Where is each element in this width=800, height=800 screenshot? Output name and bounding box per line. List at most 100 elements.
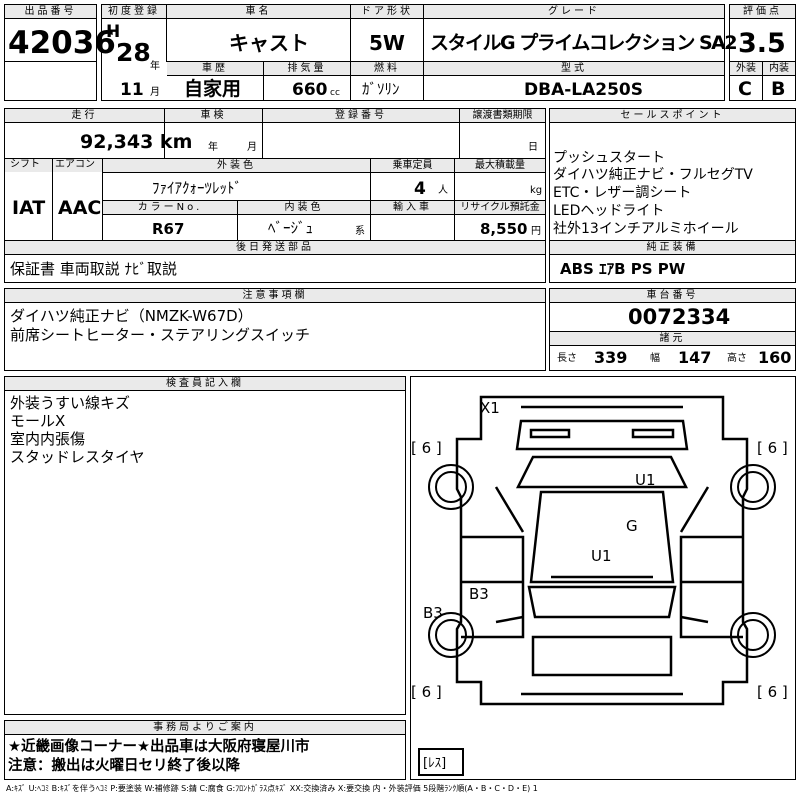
int-color-label: 内装色 [238,201,370,215]
grade-label: グレード [424,5,724,19]
damage-mark-g: G [626,517,638,535]
ac: AAC [58,197,102,219]
history: 自家用 [184,78,242,100]
int-color-unit: 系 [355,226,365,237]
damage-mark-b3-door: B3 [469,585,489,603]
chassis-label: 車台番号 [550,289,795,303]
exterior-label: 外装 [730,62,762,76]
spec-box [4,108,546,283]
load-label: 最大積載量 [455,159,545,173]
office-line: ★近畿画像コーナー★出品車は大阪府寝屋川市 [8,739,310,755]
fuel-label: 燃料 [351,62,423,76]
mileage-label: 走行 [5,109,164,123]
spare-tire: [ﾚｽ] [423,756,447,771]
displacement-label: 排気量 [264,62,350,76]
width-label: 幅 [650,353,660,364]
grade: スタイルG プライムコレクション SA2 [430,32,738,54]
notes-box [4,288,546,371]
int-color: ﾍﾞｰｼﾞｭ [268,219,314,237]
damage-mark-b3-rear: B3 [423,604,443,622]
ac-label: エアコン [55,159,95,170]
recycle: 8,550 [480,220,528,238]
inspector-label: 検査員記入欄 [5,377,405,391]
reg-year: 28 [116,38,151,67]
chassis-box [549,288,796,371]
tire-mark-fl: [ 6 ] [411,439,442,457]
length: 339 [594,348,628,367]
transfer-label: 譲渡書類期限 [460,109,545,123]
inspector-line: 外装うすい線キズ [10,394,131,412]
door-label: ドア形状 [351,5,423,19]
office-label: 事務局よりご案内 [5,721,405,735]
lot-number: 42036 [8,25,116,61]
tire-mark-fr: [ 6 ] [757,439,788,457]
notes-label: 注意事項欄 [5,289,545,303]
capacity-unit: 人 [438,185,448,196]
car-name: キャスト [229,31,309,55]
exterior-grade: C [738,78,752,100]
score: 3.5 [738,28,786,59]
lot-box [4,4,97,101]
sales-point: ダイハツ純正ナビ・フルセグTV [553,167,753,183]
displacement: 660 [292,80,328,100]
inspection-label: 車検 [165,109,262,123]
office-box [4,720,406,780]
month-unit: 月 [150,87,160,98]
color-no: R67 [152,220,185,238]
color-no-label: カラーNo. [103,201,237,215]
damage-mark-x1: X1 [480,399,500,417]
car-diagram [418,395,776,776]
sales-point: LEDヘッドライト [553,203,665,219]
exterior-color: ﾌｧｲｱｸｫｰﾂﾚｯﾄﾞ [152,179,243,197]
tire-mark-rl: [ 6 ] [411,683,442,701]
chassis-number: 0072334 [628,305,731,329]
recycle-unit: 円 [531,226,541,237]
year-unit: 年 [150,61,160,72]
reg-month: 11 [120,80,144,100]
history-label: 車歴 [167,62,263,76]
insp-year-unit: 年 [208,142,218,153]
notes-line: ダイハツ純正ナビ（NMZK-W67D） [10,307,253,325]
equip: ABS ｴｱB PS PW [560,260,686,278]
inspector-line: モールX [10,412,66,430]
displacement-unit: cc [330,88,340,98]
transfer-day-unit: 日 [528,142,538,153]
inspector-box [4,376,406,715]
insp-month-unit: 月 [247,142,257,153]
tire-mark-rr: [ 6 ] [757,683,788,701]
capacity: 4 [414,179,426,199]
color-label: 外装色 [103,159,370,173]
damage-mark-u1-roof: U1 [635,471,656,489]
notes-line: 前席シートヒーター・ステアリングスイッチ [10,326,311,344]
equip-label: 純正装備 [550,241,795,255]
model: DBA-LA250S [524,80,643,100]
shift-label: シフト [10,159,40,170]
inspector-line: スタッドレスタイヤ [10,448,145,466]
diagram-box [410,376,796,780]
office-line: 注意：搬出は火曜日セリ終了後以降 [8,758,240,774]
width: 147 [678,348,712,367]
car-name-label: 車名 [167,5,350,19]
model-label: 型式 [424,62,724,76]
interior-label: 内装 [763,62,795,76]
later-label: 後日発送部品 [5,241,545,255]
sales-box [549,108,796,283]
sales-point: プッシュスタート [553,150,665,166]
capacity-label: 乗車定員 [371,159,454,173]
mileage: 92,343 km [80,131,193,153]
first-reg-label: 初度登録 [102,5,166,19]
legend: A:ｷｽﾞ U:ﾍｺﾐ B:ｷｽﾞを伴うﾍｺﾐ P:要塗装 W:補修跡 S:錆 … [6,784,538,793]
era: H [106,22,121,42]
score-label: 評価点 [730,5,795,19]
length-label: 長さ [557,353,577,364]
interior-grade: B [771,78,786,100]
height-label: 高さ [727,353,747,364]
import-label: 輸入車 [371,201,454,215]
inspector-line: 室内内張傷 [10,430,86,448]
plate-label: 登録番号 [263,109,459,123]
sales-point: ETC・レザー調シート [553,185,692,201]
dims-label: 諸元 [550,332,795,346]
sales-label: セールスポイント [550,109,795,123]
load-unit: kg [530,185,543,196]
recycle-label: リサイクル預託金 [455,201,545,215]
